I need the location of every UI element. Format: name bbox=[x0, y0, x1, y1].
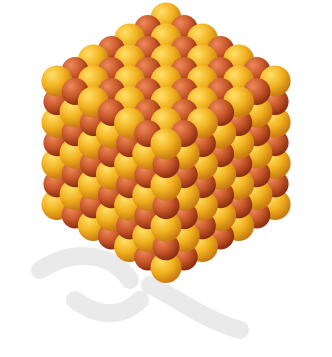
atom-lattice bbox=[41, 3, 290, 284]
watermark-stroke bbox=[40, 256, 130, 280]
watermark-stroke bbox=[75, 300, 140, 313]
watermark-stroke bbox=[150, 285, 240, 330]
large-atom bbox=[151, 129, 182, 160]
